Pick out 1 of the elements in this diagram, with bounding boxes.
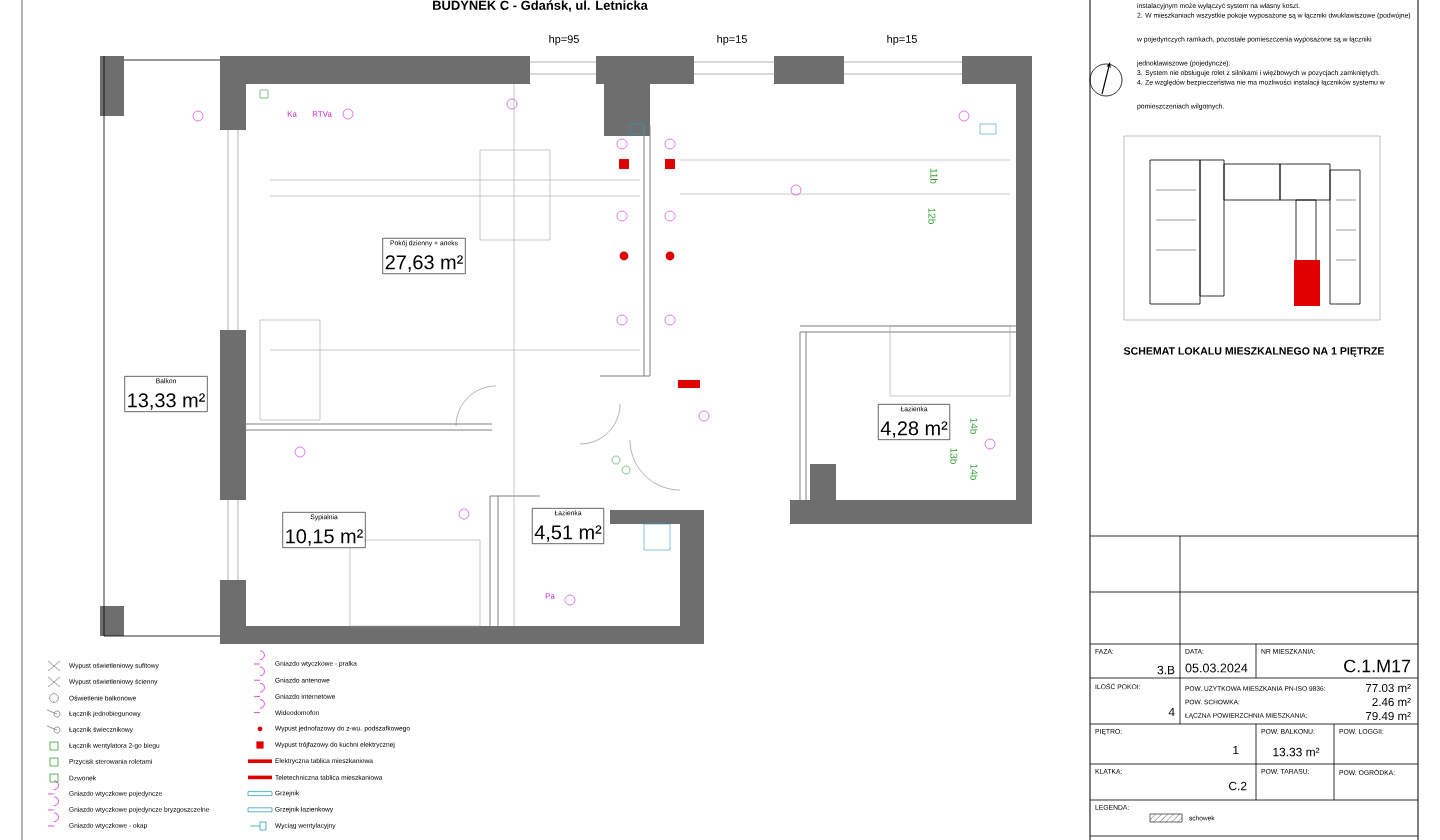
cell-value: C.1.M17 bbox=[1344, 659, 1411, 673]
